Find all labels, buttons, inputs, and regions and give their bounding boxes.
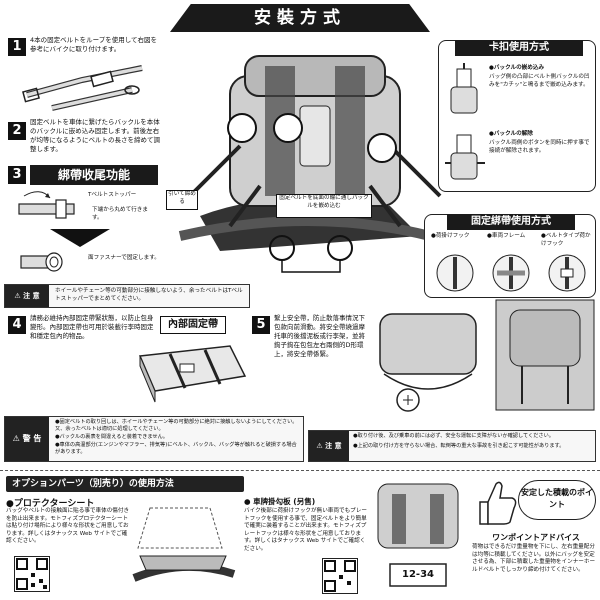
step-2-number: 2 xyxy=(8,122,26,140)
warning-item-2: ●バックルの裏表を間違えると装着できません。 xyxy=(55,434,168,440)
t-stopper-label: Tベルトストッパー xyxy=(88,192,137,198)
strap-item-belt-hook: ●ベルトタイプ荷かけフック xyxy=(541,233,591,247)
caution-2-label: ⚠ 注 意 xyxy=(309,431,349,461)
strap-methods-illustration xyxy=(436,254,586,292)
caution-text: ホイールやチェーン等の可動部分に接触しないよう、余ったベルトはTベルトストッパー… xyxy=(55,288,243,302)
protector-sheet-illustration xyxy=(132,507,236,582)
protector-text: バッグやベルトの接触面に貼る事で車体の傷付きを防止出来ます。モトフィズプロテクタ… xyxy=(6,508,130,544)
step-4-text: 請務必維持內部固定帶緊狀態，以防止包身變形。內部固定帶也可用於裝載行李時固定和穩… xyxy=(30,314,154,340)
buckle-insert-title: ●バックルの嵌め込み xyxy=(489,65,545,71)
inner-belt-illustration xyxy=(138,345,247,403)
license-plate-number: 12-34 xyxy=(402,569,434,580)
buckle-panel-title: 卡扣使用方式 xyxy=(455,40,583,56)
caution-box: ⚠ 注 意 ホイールやチェーン等の可動部分に接触しないよう、余ったベルトはTベル… xyxy=(4,284,250,308)
step-1-text: 4本の固定ベルトをループを使用して右図を参考にバイクに取り付けます。 xyxy=(30,36,158,53)
step-3-number: 3 xyxy=(8,166,26,184)
buckle-panel: 卡扣使用方式 ●バックルの嵌め込み バッグ側の凸部にベルト側バックルの凹みを"カ… xyxy=(438,40,596,192)
advice-text: 荷物はできるだけ重量物を下にし、左右重量配分は均等に積載してください。以外にバッ… xyxy=(472,544,596,573)
page-title: 安裝方式 xyxy=(170,4,430,32)
advice-bubble: 安定した積載のポイント xyxy=(518,480,596,520)
safety-belt-illustration xyxy=(379,299,595,412)
buckle-release-title: ●バックルの解除 xyxy=(489,131,533,137)
step-2-text: 固定ベルトを車体に繋げたらバックルを本体のバックルに嵌め込み固定します。前後左右… xyxy=(30,118,160,153)
inner-belt-label: 內部固定帶 xyxy=(160,316,226,334)
warning-label: ⚠ 警 告 xyxy=(5,417,49,461)
section-divider xyxy=(0,470,600,471)
step-3-heading: 綁帶收尾功能 xyxy=(30,165,158,185)
plate-hook-text: バイク後部に荷掛けフックが無い車両でもプレートフックを使用する事で、固定ベルトを… xyxy=(244,508,367,552)
buckle-release-text: バックル両側のボタンを同時に押す事で接続が解除されます。 xyxy=(489,140,590,154)
caution-2-box: ⚠ 注 意 ●取り付け後、及び乗車の前には必ず、安全な運転に支障がないか確認して… xyxy=(308,430,596,462)
qr-icon xyxy=(16,558,48,590)
plate-hook-illustration xyxy=(377,483,459,587)
advice-title: ワンポイントアドバイス xyxy=(492,533,580,542)
strap-illustration xyxy=(22,65,143,111)
bag-on-bike-illustration xyxy=(178,55,442,273)
qr-icon xyxy=(324,560,356,592)
warning-item-3: ●車体の高温部分(エンジンやマフラー、排気等)にベルト、バックル、バッグ等が触れ… xyxy=(55,442,297,455)
protector-qr-code[interactable] xyxy=(14,556,50,592)
strap-item-frame: ●車両フレーム xyxy=(487,233,526,239)
caution-2-item-2: ●上記の取り付け方を守らない場合、転倒等の重大な事故を引き起こす可能性があります… xyxy=(353,443,565,449)
buckle-insert-text: バッグ側の凸部にベルト側バックルの凹みを"カチッ"と鳴るまで嵌め込みます。 xyxy=(489,74,590,88)
protector-title: ●プロテクターシート xyxy=(6,499,95,509)
plate-hook-title: ● 車牌掛勾板 (另售) xyxy=(244,497,316,506)
strap-panel-title: 固定綁帶使用方式 xyxy=(447,214,575,230)
step-1-number: 1 xyxy=(8,38,26,56)
pass-callout: 固定ベルトを底面の輪に通しバックルを嵌め込む xyxy=(276,194,372,218)
step-5-number: 5 xyxy=(252,316,270,334)
t-stopper-note: 下端から丸めて行きます。 xyxy=(92,207,148,221)
step-4-number: 4 xyxy=(8,316,26,334)
fastener-illustration xyxy=(20,252,63,272)
options-heading: オプションパーツ（別売り）の使用方法 xyxy=(6,476,244,492)
warning-box: ⚠ 警 告 ●固定ベルトの取り回しは、ホイールやチェーン等の可動部分に絶対に接触… xyxy=(4,416,304,462)
buckle-release-illustration xyxy=(445,134,485,180)
buckle-insert-illustration xyxy=(450,63,478,114)
step-5-text: 繫上安全帶，防止散落事情況下包款向前滑動。將安全帶繞過摩托車的後擋泥板或行李架，… xyxy=(274,314,365,358)
caution-label: ⚠ 注 意 xyxy=(5,285,49,307)
warning-item-1: ●固定ベルトの取り回しは、ホイールやチェーン等の可動部分に絶対に接触しないように… xyxy=(55,419,298,432)
plate-hook-qr-code[interactable] xyxy=(322,558,358,594)
pull-callout: 引いて締める xyxy=(166,190,198,210)
caution-2-item-1: ●取り付け後、及び乗車の前には必ず、安全な運転に支障がないか確認してください。 xyxy=(353,433,554,439)
t-stopper-illustration xyxy=(18,191,75,219)
strap-panel: 固定綁帶使用方式 ●荷掛けフック ●車両フレーム ●ベルトタイプ荷かけフック xyxy=(424,214,596,298)
strap-item-hook: ●荷掛けフック xyxy=(431,233,470,239)
fastener-label: 面ファスナーで固定します。 xyxy=(88,255,160,261)
thumbs-up-icon xyxy=(479,481,517,525)
down-arrow-icon xyxy=(50,229,110,247)
